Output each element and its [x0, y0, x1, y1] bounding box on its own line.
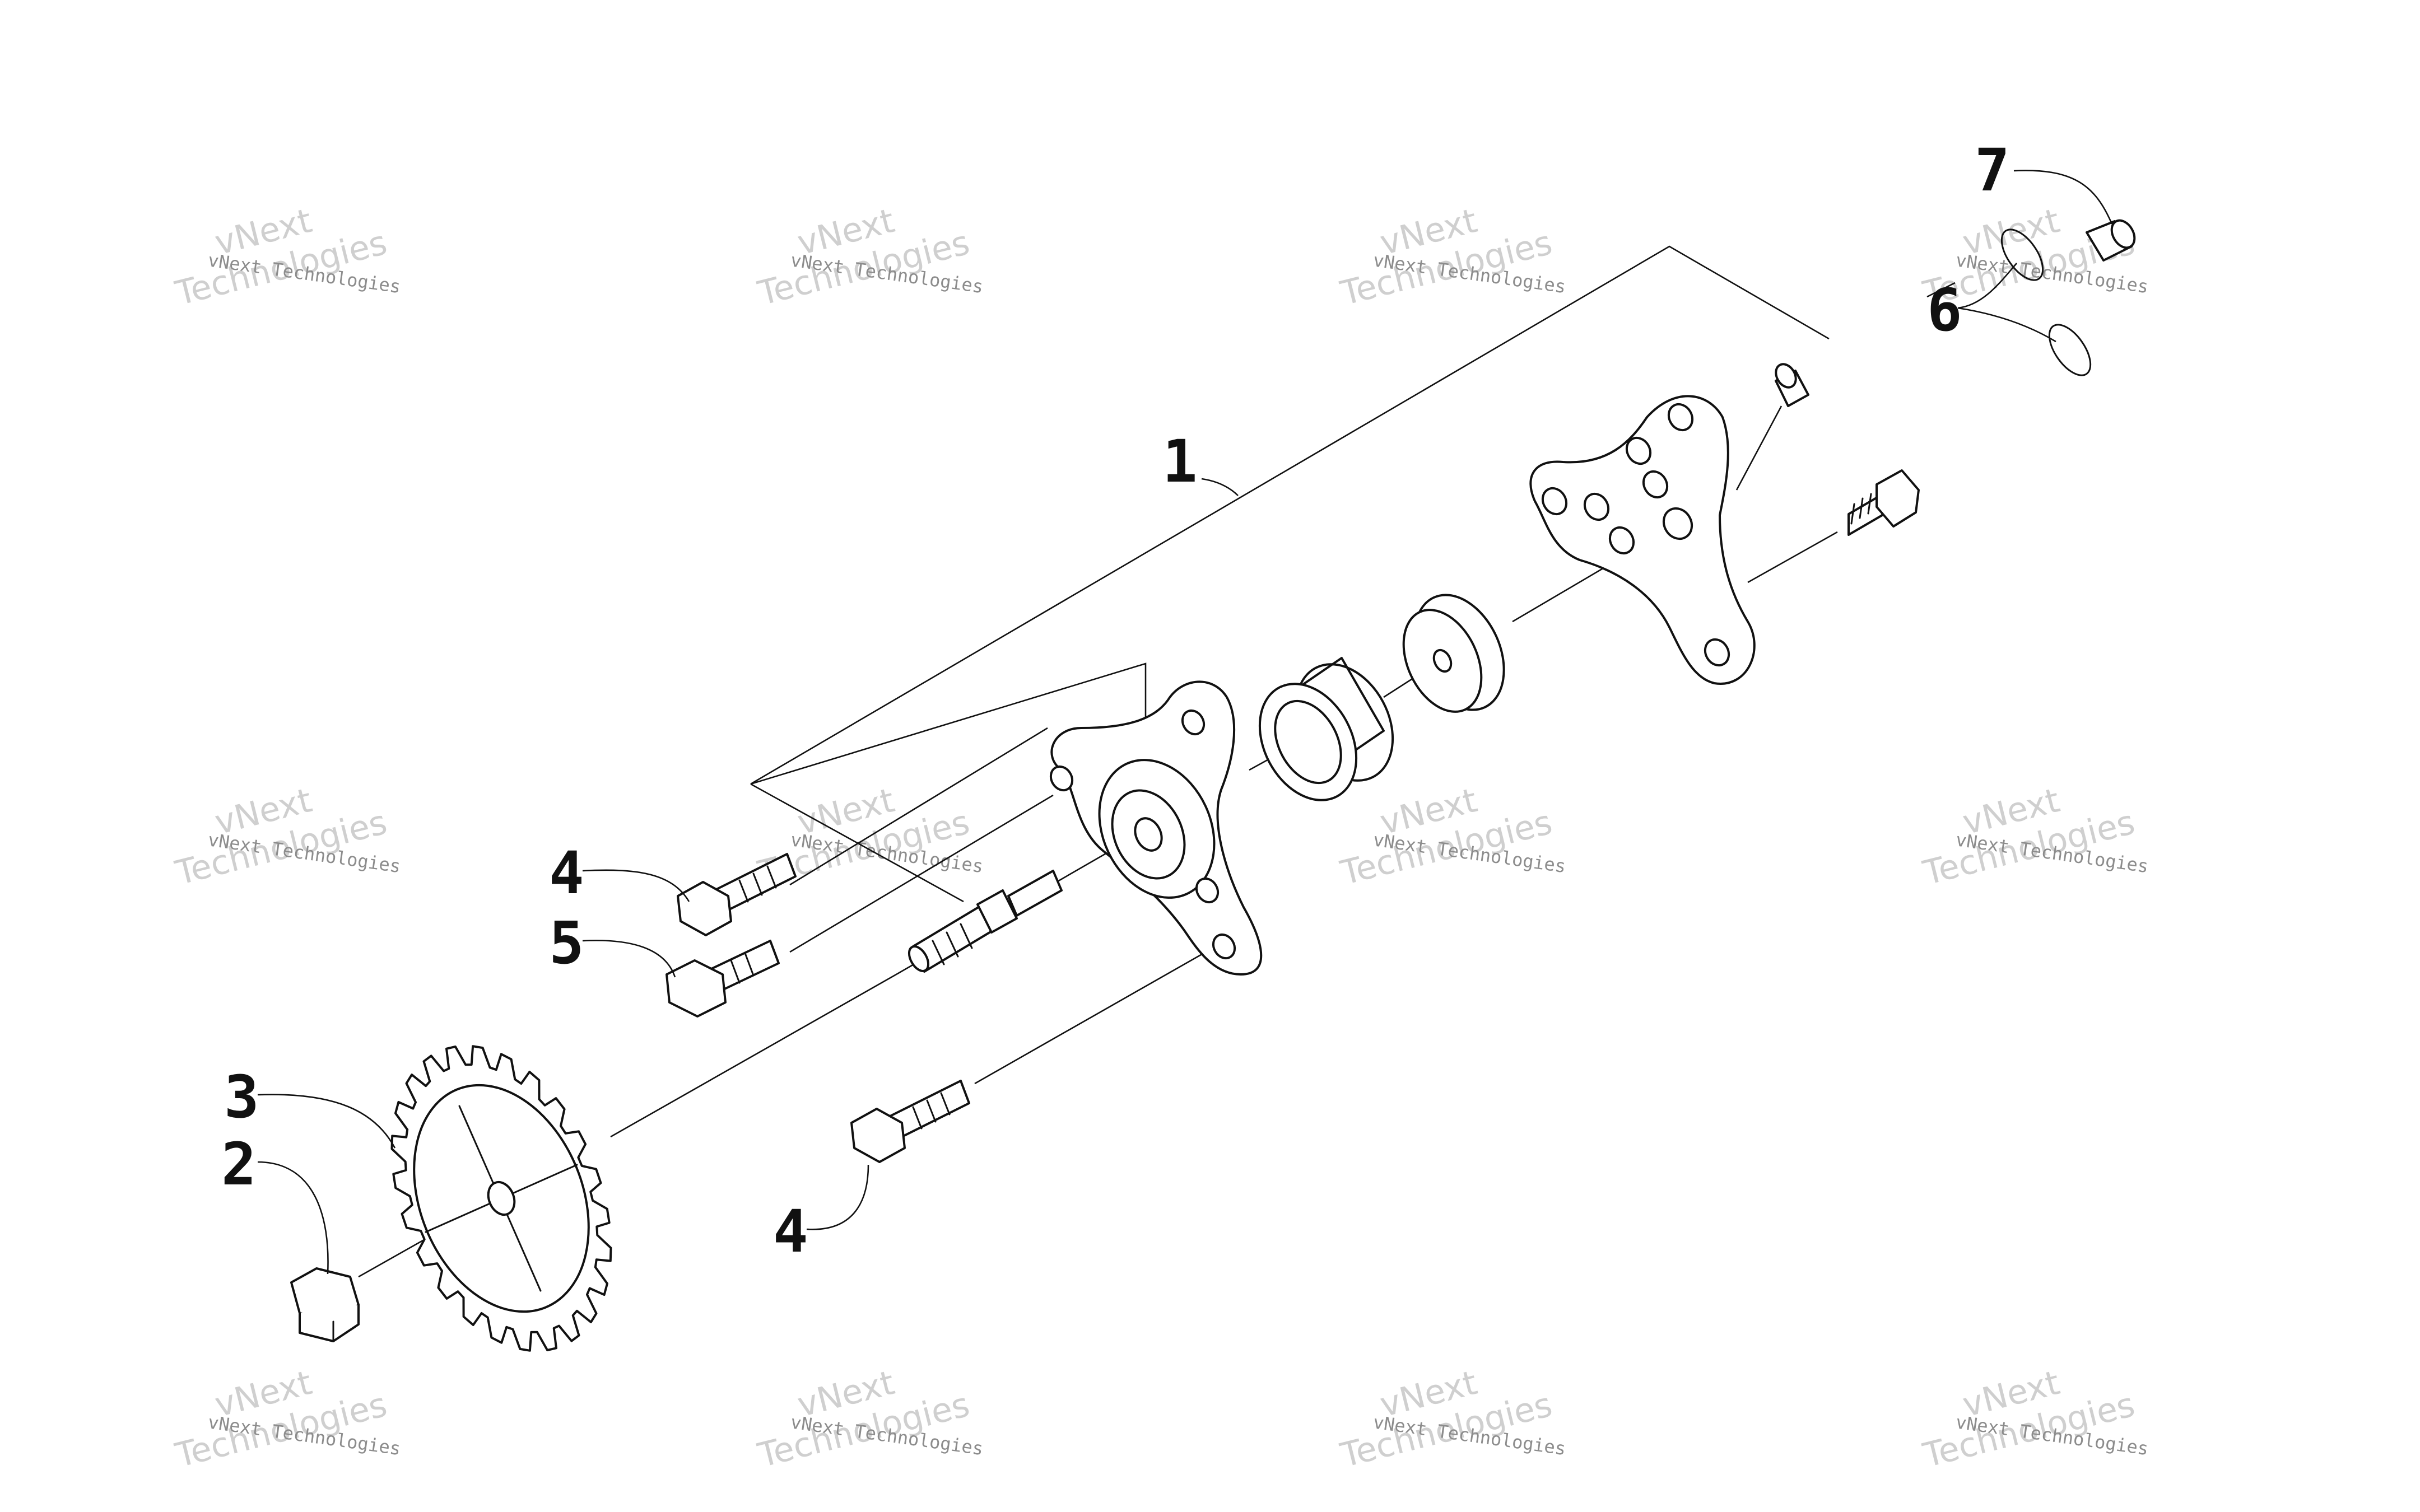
- bolt-item-4-upper: [677, 853, 797, 936]
- callout-2: 2: [221, 1130, 257, 1198]
- flange-nut-item-2: [290, 1267, 360, 1342]
- o-ring-item-6-upper: [2000, 228, 2044, 281]
- callout-6: 6: [1927, 276, 1962, 344]
- dowel-pin: [1775, 363, 1809, 407]
- callout-4-lower: 4: [773, 1197, 808, 1266]
- inner-rotor-gear: [1402, 594, 1505, 713]
- outer-rotor-ring: [1258, 657, 1394, 801]
- bushing-item-7: [2086, 219, 2136, 262]
- drive-shaft-stud: [908, 870, 1063, 973]
- callout-7: 7: [1975, 136, 2010, 204]
- callout-3: 3: [224, 1063, 259, 1131]
- callout-5: 5: [549, 909, 584, 977]
- cover-bolt-rear: [1847, 469, 1920, 536]
- leader-lines: [257, 170, 2113, 1275]
- callout-labels: 1 2 3 4 4 5 6 7: [221, 136, 2010, 1266]
- callout-1: 1: [1162, 427, 1198, 496]
- bolt-item-4-lower: [850, 1080, 970, 1163]
- pump-housing: [1049, 680, 1263, 976]
- pump-cover-plate: [1529, 395, 1756, 685]
- o-ring-item-6-lower: [2048, 324, 2092, 376]
- bolt-item-5: [666, 940, 780, 1018]
- callout-4-upper: 4: [549, 839, 584, 907]
- sprocket-item-3: [390, 1045, 612, 1352]
